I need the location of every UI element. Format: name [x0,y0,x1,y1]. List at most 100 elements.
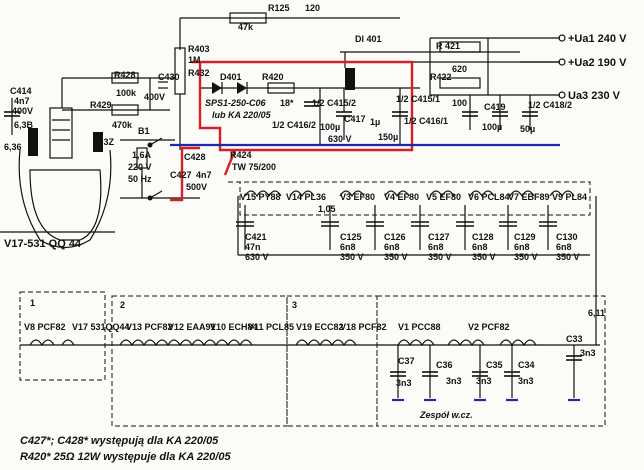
label-v15: V15 PY88 [240,192,281,202]
label-v14: V14 PL36 [286,192,326,202]
label-v5: V5 EF80 [426,192,461,202]
d401-r420-section [200,52,420,145]
label-c37: C37 [398,356,415,366]
label-c416-2: 1/2 C416/2 [272,120,316,130]
bottom-dashed-groups [19,291,606,427]
label-c33-value: 3n3 [580,348,596,358]
label-r429-value: 470k [112,120,133,130]
mid-cap-name: C421 [245,232,267,242]
label-150u: 150µ [378,132,398,142]
top-capacitors [304,88,538,145]
label-zespol: Zespół w.cz. [419,410,473,420]
mid-cap-volt: 350 V [472,252,496,262]
group-number-2: 2 [120,300,125,310]
label-c416-1: 1/2 C416/1 [404,116,448,126]
mid-cap-name: C128 [472,232,494,242]
r428-r429-branch [62,72,175,116]
label-636: 6,36 [4,142,22,152]
switch-b1-section [120,137,200,201]
label-dl401: Dl 401 [355,34,382,44]
label-611: 6,11 [588,308,605,318]
label-63z: 6,3Z [96,137,115,147]
label-c414-volt: 400V [12,106,33,116]
group-number-3: 3 [292,300,297,310]
label-c415-1: 1/2 C415/1 [396,94,440,104]
label-v10: V10 ECH84 [210,322,258,332]
label-c427-value: 4n7 [196,170,212,180]
label-r125-value: 47k [238,22,254,32]
label-c33: C33 [566,334,583,344]
label-100u-a: 100µ [320,122,340,132]
label-c415-2: 1/2 C415/2 [312,98,356,108]
mid-cap-value: 6n8 [556,242,572,252]
mid-cap-value: 6n8 [514,242,530,252]
label-638: 6,3B [14,120,34,130]
label-r429: R429 [90,100,112,110]
label-c427: C427 [170,170,192,180]
mid-cap-volt: 350 V [556,252,580,262]
label-v8: V8 PCF82 [24,322,66,332]
label-r420: R420 [262,72,284,82]
label-b1-value: 1,6A [132,150,152,160]
label-v11: V11 PCL85 [248,322,294,332]
mid-cap-volt: 350 V [340,252,364,262]
mid-cap-value: 47n [245,242,261,252]
label-v2: V2 PCF82 [468,322,510,332]
mid-cap-name: C125 [340,232,362,242]
label-r403: R403 [188,44,210,54]
label-c428: C428 [184,152,206,162]
label-r422: R422 [430,72,452,82]
label-v1: V1 PCC88 [398,322,441,332]
mid-cap-value: 6n8 [428,242,444,252]
labels-left: C414 4n7 400V 6,3B 6,36 6,3Z B1 1,6A 220… [4,86,152,250]
label-r428: R428 [114,70,136,80]
label-630v: 630 V [328,134,352,144]
label-r432: R432 [188,68,210,78]
labels-top: R125 47k 120 Dl 401 R 421 R422 620 100 +… [90,3,627,144]
label-c417-value: 1µ [370,117,380,127]
label-v7: V7 EBF89 [508,192,550,202]
label-c414: C414 [10,86,32,96]
label-c37-value: 3n3 [396,378,412,388]
footnote-1: C427*; C428* występują dla KA 220/05 [20,435,219,447]
label-v13: V13 PCF82 [126,322,173,332]
crt-tube [0,78,115,249]
label-c34-value: 3n3 [518,376,534,386]
label-c418-value: 50µ [520,124,535,134]
label-sps: SPS1-250-C06 [205,98,267,108]
label-c36: C36 [436,360,453,370]
label-v4: V4 EF80 [384,192,419,202]
bottom-heater-chain [20,300,600,347]
label-c34: C34 [518,360,535,370]
label-c36-value: 3n3 [446,376,462,386]
label-c414-value: 4n7 [14,96,30,106]
label-v12: V12 EAA91 [168,322,216,332]
label-v18: V18 PCF82 [340,322,387,332]
label-r428-value: 100k [116,88,137,98]
label-c418: 1/2 C418/2 [528,100,572,110]
mid-cap-value: 6n8 [472,242,488,252]
label-c419: C419 [484,102,506,112]
group-number-1: 1 [30,298,35,308]
r403-resistor [174,47,186,150]
label-tw: TW 75/200 [232,162,276,172]
label-100: 100 [452,98,467,108]
label-220v: 220 V [128,162,152,172]
label-50hz: 50 Hz [128,174,152,184]
footnote-2: R420* 25Ω 12W występuje dla KA 220/05 [20,451,231,463]
mid-cap-name: C130 [556,232,578,242]
label-v17b: V17 531QQ44 [72,322,130,332]
mid-cap-volt: 630 V [245,252,269,262]
label-r424: R424 [230,150,252,160]
label-r421: R 421 [436,41,460,51]
mid-cap-volt: 350 V [428,252,452,262]
label-d401: D401 [220,72,242,82]
mid-cap-value: 6n8 [384,242,400,252]
label-r420-value: 18* [280,98,294,108]
label-lub: lub KA 220/05 [212,110,272,120]
red-highlight-loop [170,60,414,202]
label-v19: V19 ECC82 [296,322,344,332]
mid-cap-name: C127 [428,232,450,242]
